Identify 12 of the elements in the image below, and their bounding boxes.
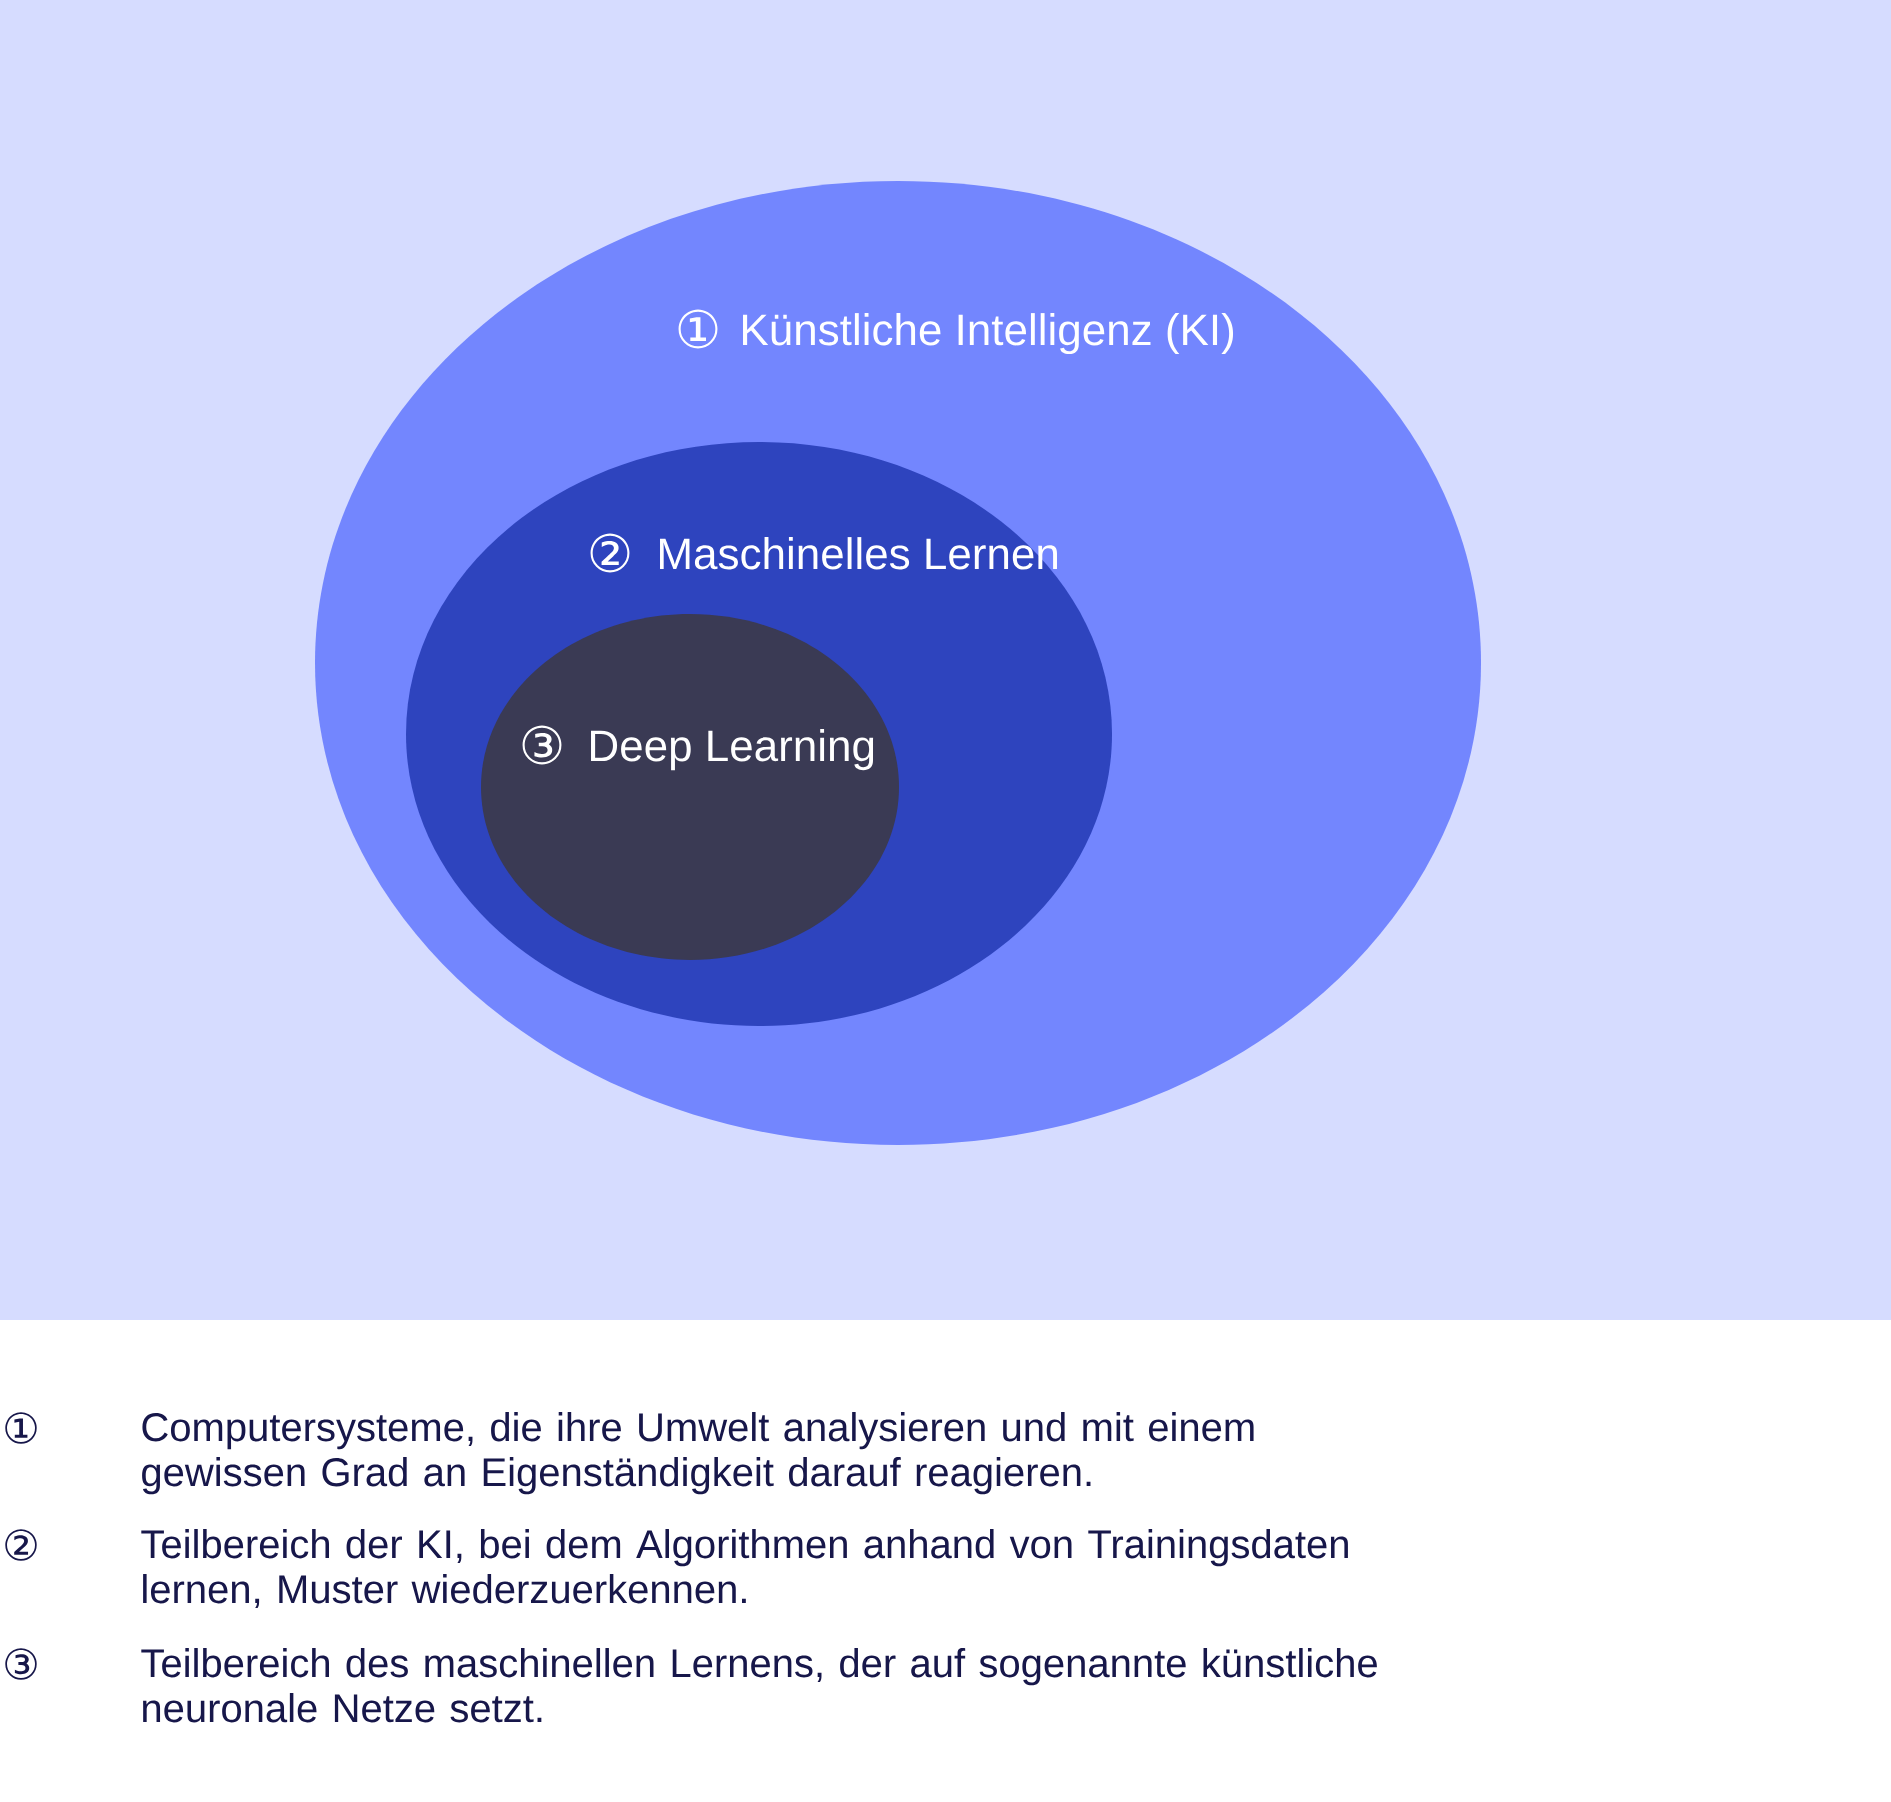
circled-number: ② [590, 533, 630, 573]
circled-number: ③ [522, 725, 562, 765]
circled-number: ③ [5, 1648, 37, 1680]
set-label: Künstliche Intelligenz (KI) [743, 313, 1234, 355]
set-label: Maschinelles Lernen [660, 537, 1057, 570]
set-label: Deep Learning [591, 729, 874, 771]
note-text: Teilbereich der KI, bei dem Algorithmen anhand von Trainingsdaten lernen, Muster wiederzuerkennen. [141, 1529, 1348, 1609]
circled-number: ① [5, 1412, 37, 1444]
circled-number: ② [5, 1529, 37, 1561]
note-text: Teilbereich des maschinellen Lernens, der auf sogenannte künstliche neuronale Netze setzt. [141, 1648, 1377, 1723]
circled-number: ① [678, 309, 718, 349]
note-text: Computersysteme, die ihre Umwelt analysieren und mit einem gewissen Grad an Eigenständigkeit darauf reagieren. [142, 1412, 1254, 1495]
